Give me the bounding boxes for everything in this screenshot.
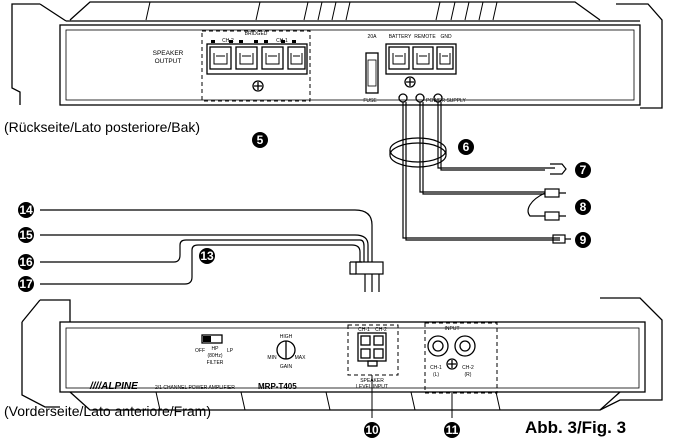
input-ch1-side-label: (L) (433, 372, 439, 378)
speaker-level-input-label-2: LEVEL INPUT (356, 384, 388, 390)
gain-max-label: MAX (295, 355, 307, 361)
callout-7: 7 (575, 162, 591, 178)
callout-8-label: 8 (580, 200, 587, 214)
callout-10-label: 10 (365, 423, 379, 437)
input-ch2-side-label: (R) (465, 372, 472, 378)
filter-hp-label: HP (212, 346, 220, 352)
front-caption: (Vorderseite/Lato anteriore/Fram) (4, 403, 211, 419)
speaker-ch2-label: CH-2 (375, 327, 387, 333)
remote-label: REMOTE (414, 34, 436, 40)
callout-14: 14 (18, 202, 34, 218)
bridged-label: BRIDGED (245, 31, 268, 37)
ch1-rear-label: CH-1 (276, 38, 288, 44)
callout-11: 11 (444, 422, 460, 438)
filter-switch-knob (203, 336, 211, 342)
input-label: INPUT (445, 326, 460, 332)
filter-off-label: OFF (195, 348, 205, 354)
alpine-logo: ////ALPINE (89, 381, 138, 392)
ch2-rear-label: CH-2 (222, 38, 234, 44)
callout-10: 10 (364, 422, 380, 438)
callout-17: 17 (18, 276, 34, 292)
callout-7-label: 7 (580, 163, 587, 177)
gain-min-label: MIN (267, 355, 277, 361)
callout-9: 9 (575, 232, 591, 248)
callout-9-label: 9 (580, 233, 587, 247)
fuse-label: FUSE (363, 98, 377, 104)
callout-6-label: 6 (463, 140, 470, 154)
gain-high-label: HIGH (280, 334, 293, 340)
callout-15-label: 15 (19, 228, 33, 242)
input-ch1-label: CH-1 (430, 365, 442, 371)
gain-label: GAIN (280, 364, 293, 370)
figure-label: Abb. 3/Fig. 3 (525, 418, 626, 437)
power-supply-label: POWER SUPPLY (426, 98, 466, 104)
filter-freq-label: (80Hz) (207, 353, 222, 359)
callout-5-label: 5 (257, 133, 264, 147)
front-panel (21, 297, 663, 418)
fuse-rating-label: 20A (368, 34, 378, 40)
power-wires (389, 102, 571, 244)
callout-15: 15 (18, 227, 34, 243)
rear-panel (11, 1, 663, 109)
callout-16: 16 (18, 254, 34, 270)
model-number: MRP-T405 (258, 382, 297, 391)
callout-13-label: 13 (200, 249, 214, 263)
battery-label: BATTERY (389, 34, 412, 40)
callout-8: 8 (575, 199, 591, 215)
filter-lp-label: LP (227, 348, 234, 354)
filter-label: FILTER (207, 360, 224, 366)
callout-13: 13 (199, 248, 215, 264)
callout-6: 6 (458, 139, 474, 155)
rear-small-markers (211, 40, 296, 43)
callout-11-label: 11 (446, 423, 459, 437)
model-description: 2/1 CHANNEL POWER AMPLIFIER (155, 385, 235, 391)
gnd-label: GND (440, 34, 452, 40)
speaker-output-label-1: SPEAKER (153, 50, 184, 57)
signal-wires (40, 209, 384, 292)
callout-16-label: 16 (19, 255, 33, 269)
callout-17-label: 17 (19, 277, 33, 291)
speaker-ch1-label: CH-1 (358, 327, 370, 333)
callout-5: 5 (252, 132, 268, 148)
callout-14-label: 14 (19, 203, 33, 217)
speaker-level-input-label-1: SPEAKER (360, 378, 384, 384)
speaker-output-label-2: OUTPUT (155, 58, 182, 65)
input-ch2-label: CH-2 (462, 365, 474, 371)
rear-caption: (Rückseite/Lato posteriore/Bak) (4, 119, 200, 135)
